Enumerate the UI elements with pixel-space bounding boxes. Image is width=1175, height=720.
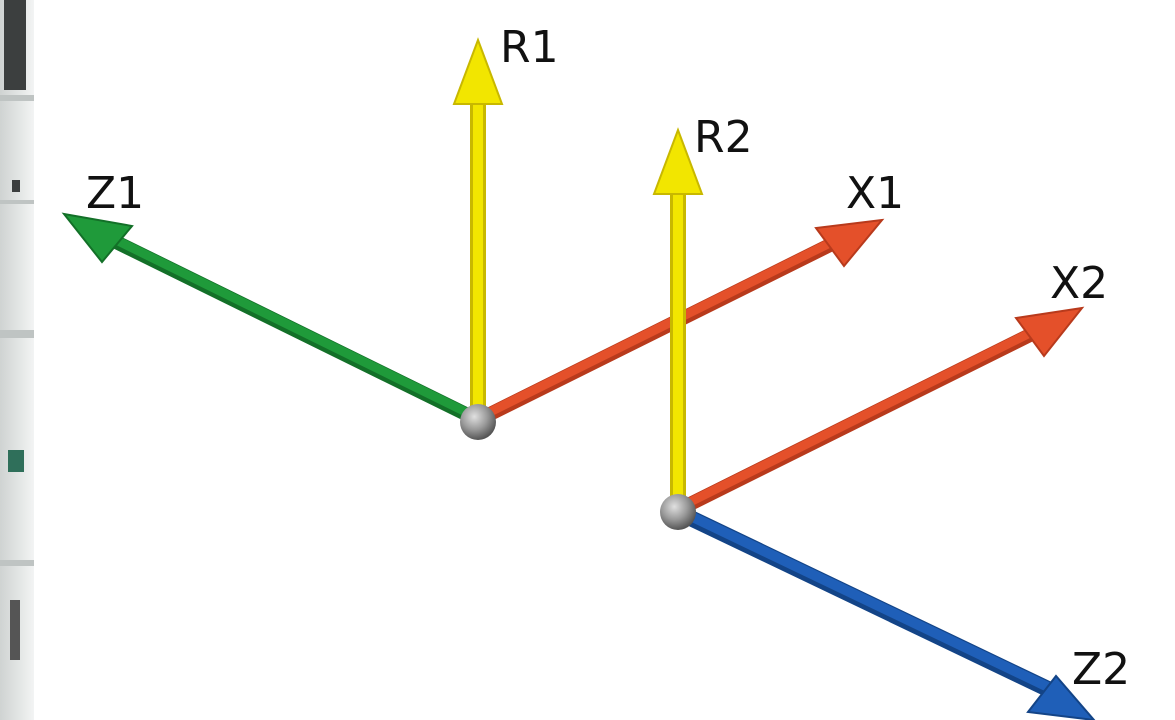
background-photo-strip xyxy=(0,0,34,720)
axis-r1 xyxy=(452,37,504,428)
axis-z2-arrowhead xyxy=(1026,674,1096,720)
axis-r1-arrowhead xyxy=(452,37,504,105)
axis-x2-arrowhead xyxy=(1014,306,1085,358)
label-r1: R1 xyxy=(500,22,559,73)
axis-x2 xyxy=(671,306,1085,517)
label-z2: Z2 xyxy=(1072,644,1130,695)
axis-z1-arrowhead xyxy=(61,212,134,264)
label-r2: R2 xyxy=(694,112,753,163)
axis-z1 xyxy=(61,212,485,427)
label-x2: X2 xyxy=(1050,258,1108,309)
axis-r2 xyxy=(652,127,704,518)
axis-z2 xyxy=(670,504,1096,720)
axis-x1-arrowhead xyxy=(814,218,885,268)
axis-x1 xyxy=(471,218,885,427)
label-z1: Z1 xyxy=(86,168,144,219)
axis-r2-arrowhead xyxy=(652,127,704,195)
label-x1: X1 xyxy=(846,168,904,219)
origin-1 xyxy=(460,404,496,440)
origin-2 xyxy=(660,494,696,530)
